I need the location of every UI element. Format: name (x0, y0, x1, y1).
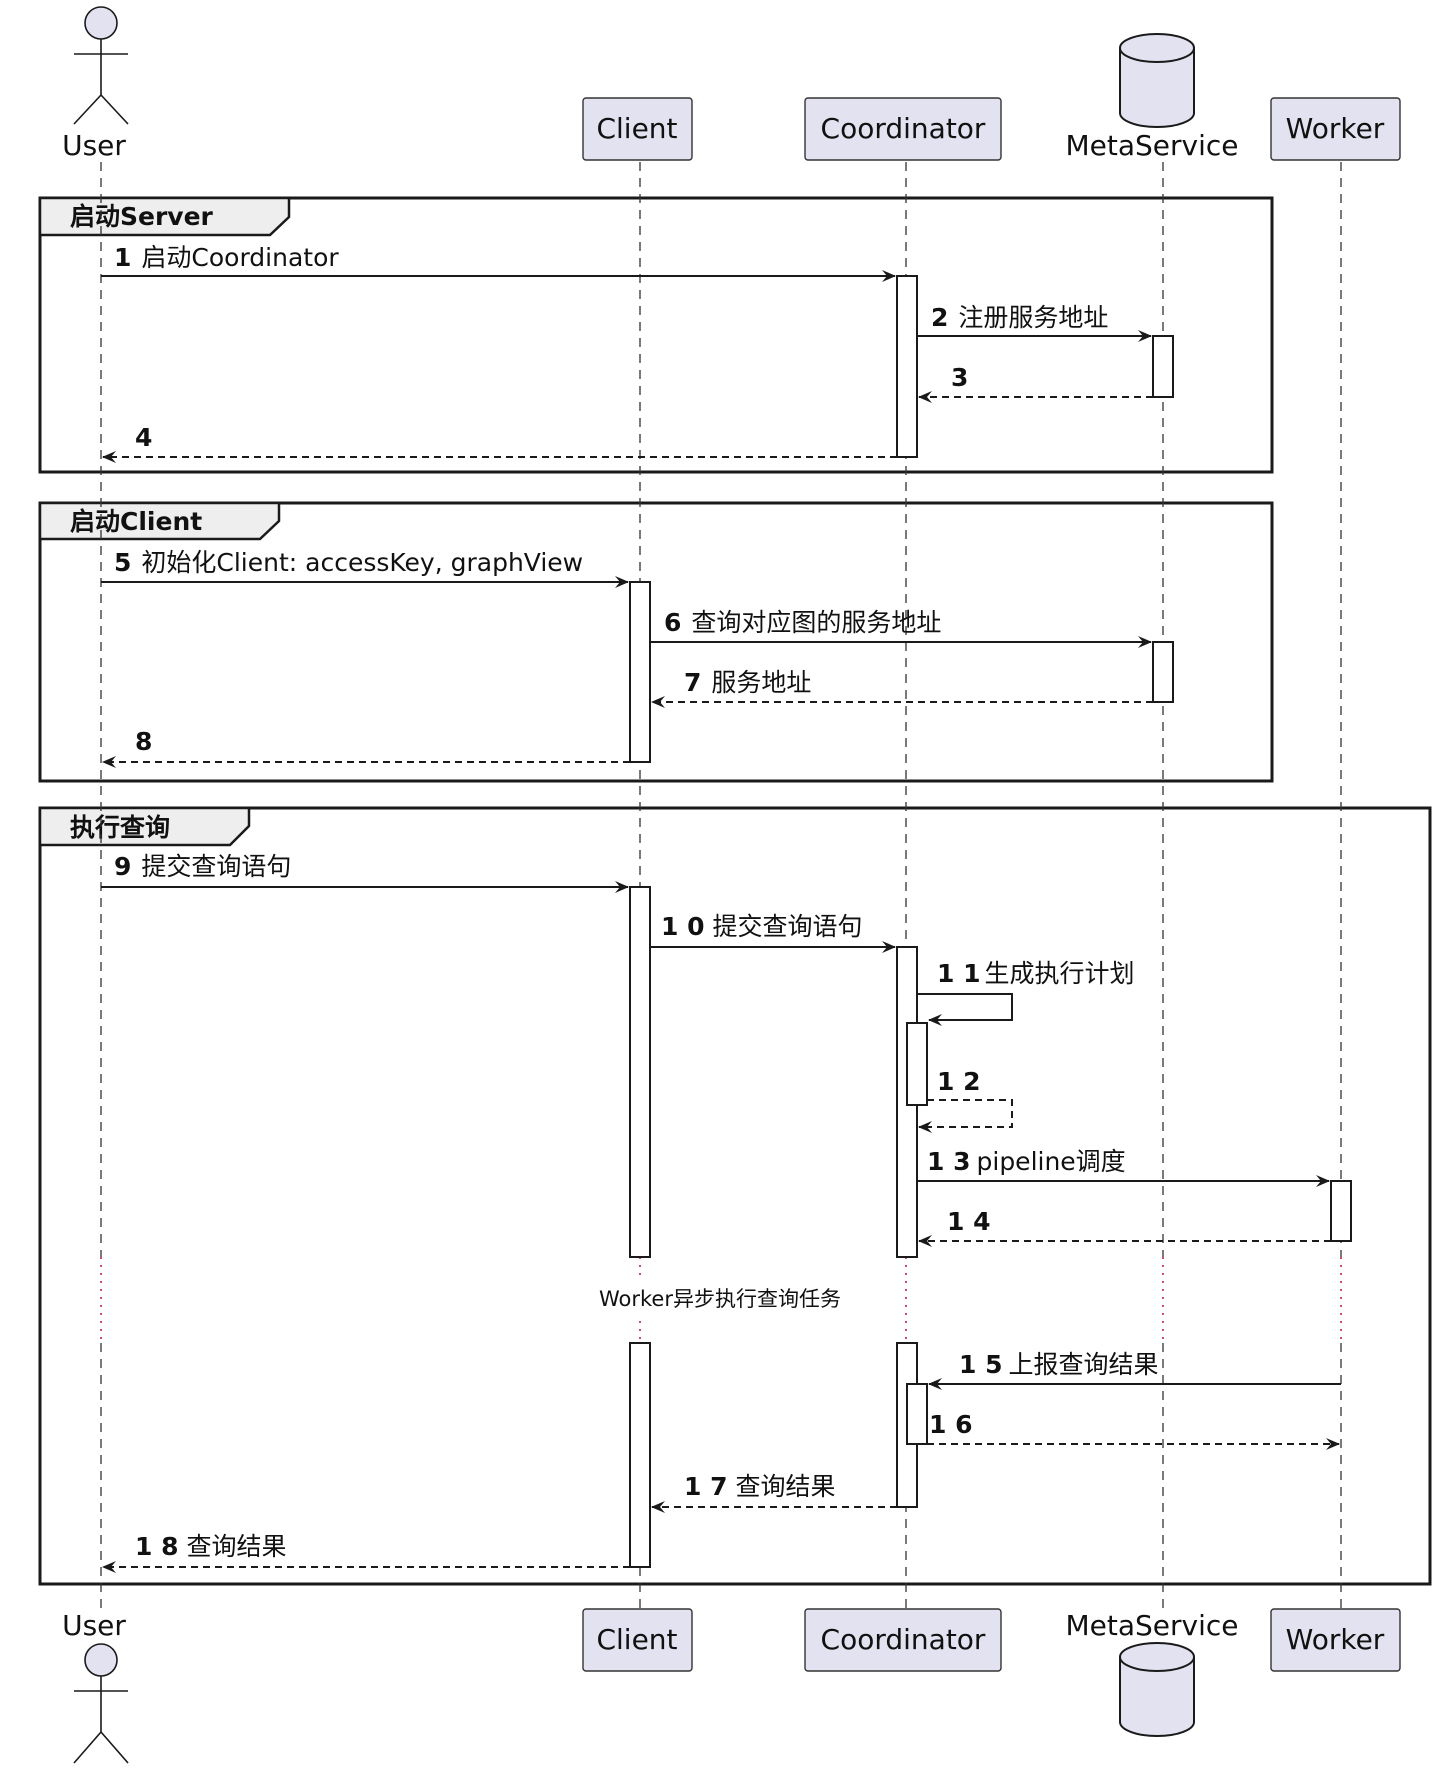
participant-user-bottom: User (62, 1609, 129, 1764)
activation-client (629, 1342, 651, 1568)
message-arrow-self (918, 1099, 1013, 1133)
participant-label: MetaService (1065, 129, 1238, 162)
activation-client (629, 886, 651, 1258)
activation-metaservice (1152, 641, 1174, 703)
divider-note: Worker异步执行查询任务 (599, 1287, 841, 1311)
participant-user-top: User (62, 6, 129, 162)
participant-coordinator-top: Coordinator (804, 97, 1002, 161)
group-frame-start-server: 启动Server (38, 196, 1274, 474)
participant-coordinator-bottom: Coordinator (804, 1608, 1002, 1672)
group-label: 执行查询 (70, 813, 170, 842)
participant-client-bottom: Client (582, 1608, 693, 1672)
group-frame-execute-query: 执行查询 (38, 806, 1432, 1586)
activation-worker (1330, 1180, 1352, 1242)
activation-bars (629, 275, 1352, 1568)
participant-metaservice-top: MetaService (1065, 33, 1239, 162)
participant-label: Coordinator (821, 1623, 986, 1656)
participant-label: Coordinator (821, 112, 986, 145)
message-label: 1 4 (947, 1207, 991, 1236)
participant-label: Client (596, 1623, 677, 1656)
participant-label: MetaService (1065, 1609, 1238, 1642)
activation-coordinator-nested (906, 1383, 928, 1445)
group-frame-start-client: 启动Client (38, 501, 1274, 783)
participant-worker-top: Worker (1270, 97, 1401, 161)
message-label: 8 (135, 727, 152, 756)
participant-label: Worker (1286, 1623, 1385, 1656)
participant-client-top: Client (582, 97, 693, 161)
database-icon (1119, 1642, 1195, 1737)
activation-coordinator-nested (906, 1022, 928, 1106)
participant-metaservice-bottom: MetaService (1065, 1609, 1239, 1737)
group-label: 启动Server (70, 202, 214, 231)
message-label: 4 (135, 423, 152, 452)
actor-icon (84, 1643, 118, 1677)
activation-metaservice (1152, 335, 1174, 398)
participant-label: User (62, 129, 126, 162)
participant-label: Client (596, 112, 677, 145)
participant-label: User (62, 1609, 126, 1642)
message-label: 1 6 (929, 1410, 973, 1439)
activation-coordinator (896, 275, 918, 458)
message-label: 3 (951, 363, 968, 392)
actor-icon (84, 6, 118, 40)
message-arrow-self (917, 993, 1013, 1026)
participant-worker-bottom: Worker (1270, 1608, 1401, 1672)
activation-client (629, 581, 651, 763)
database-icon (1119, 33, 1195, 128)
message-label: 1 2 (937, 1067, 981, 1096)
group-label: 启动Client (70, 507, 202, 536)
participant-label: Worker (1286, 112, 1385, 145)
